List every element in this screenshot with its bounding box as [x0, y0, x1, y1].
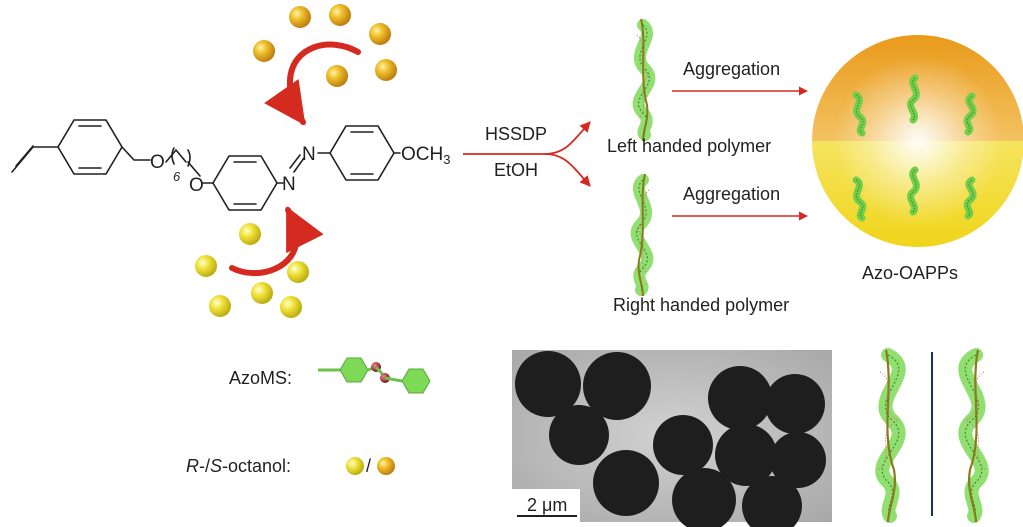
reagent-etoh: EtOH — [494, 160, 538, 180]
yellow-sphere — [239, 223, 261, 245]
tem-particle — [593, 450, 659, 516]
right-handed-polymer-label: Right handed polymer — [613, 295, 789, 315]
gold-sphere — [326, 65, 348, 87]
azo-oapps-sphere — [812, 35, 1023, 247]
aggregation-label-top: Aggregation — [683, 59, 780, 79]
yellow-sphere — [209, 295, 231, 317]
yellow-sphere — [195, 255, 217, 277]
curved-arrow-top — [264, 41, 361, 126]
tem-particle — [653, 415, 713, 475]
tem-particle — [672, 468, 736, 527]
azo-oapps-label: Azo-OAPPs — [862, 263, 958, 283]
gold-octanol-cluster — [253, 4, 397, 87]
yellow-sphere — [280, 296, 302, 318]
yellow-octanol-cluster — [195, 223, 309, 318]
azo-monomer-structure: O 6 O N N OCH3 — [11, 119, 450, 211]
tem-particle — [765, 374, 825, 434]
ether-oxygen-left: O — [150, 152, 165, 173]
methoxy-group: OCH3 — [401, 144, 450, 167]
reaction-arrow: HSSDP EtOH — [463, 121, 591, 187]
tem-particle — [549, 405, 609, 465]
gold-sphere-legend — [377, 457, 395, 475]
left-handed-polymer-label: Left handed polymer — [607, 136, 771, 156]
ch2-bond — [121, 146, 151, 161]
spacer-bracket — [171, 147, 191, 167]
curved-arrow-bottom — [229, 206, 324, 277]
azoms-legend-icon — [318, 357, 431, 394]
tem-particle — [583, 352, 651, 420]
gold-sphere — [253, 40, 275, 62]
left-handed-helix — [632, 18, 656, 142]
mirror-helix-left — [875, 348, 906, 523]
mirror-helix-right — [958, 348, 989, 523]
octanol-legend-label: R-/S-octanol: — [186, 456, 291, 476]
gold-sphere — [369, 23, 391, 45]
yellow-sphere — [251, 282, 273, 304]
aggregation-label-bottom: Aggregation — [683, 184, 780, 204]
tem-particle — [770, 432, 826, 488]
tem-particle — [515, 351, 581, 417]
scale-bar-label: 2 μm — [527, 495, 567, 515]
phenyl-ring-left — [212, 155, 278, 211]
gold-sphere — [375, 59, 397, 81]
legend-slash: / — [366, 456, 371, 476]
gold-sphere — [289, 6, 311, 28]
benzyl-ring — [57, 119, 123, 175]
yellow-sphere — [287, 261, 309, 283]
yellow-sphere-legend — [346, 457, 364, 475]
tem-particle — [742, 476, 802, 527]
azoms-legend-label: AzoMS: — [229, 368, 292, 388]
gold-sphere — [329, 4, 351, 26]
spacer-count: 6 — [173, 169, 181, 184]
tem-particle — [715, 424, 777, 486]
ether-oxygen-right: O — [189, 175, 204, 196]
right-handed-helix — [630, 173, 654, 297]
azo-nitrogen-1: N — [282, 174, 296, 195]
phenyl-ring-right — [329, 125, 395, 181]
tem-micrograph: 2 μm — [512, 350, 832, 527]
tem-particle — [708, 366, 772, 430]
vinyl-bond — [11, 145, 59, 173]
reagent-hssdp: HSSDP — [485, 124, 547, 144]
alkyl-spacer — [165, 149, 187, 163]
azo-nitrogen-2: N — [302, 144, 316, 165]
